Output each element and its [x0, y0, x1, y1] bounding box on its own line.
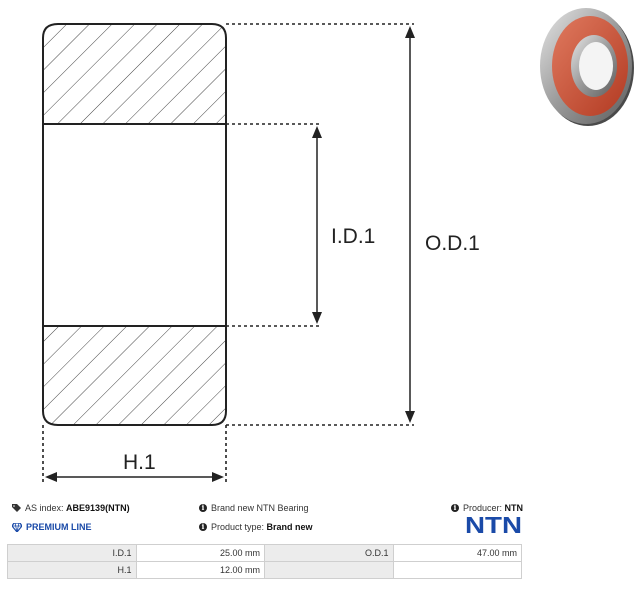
spec-value — [392, 561, 522, 579]
gem-icon — [12, 522, 22, 532]
product-type-value: Brand new — [266, 522, 313, 532]
info-icon: i — [199, 504, 207, 512]
product-type-row: i Product type: Brand new — [199, 522, 313, 532]
od-dimension-arrow — [405, 26, 415, 423]
producer-label: Producer: — [463, 503, 503, 513]
ntn-logo: NTN — [465, 513, 522, 535]
bearing-photo — [540, 8, 634, 126]
table-row: I.D.1 25.00 mm O.D.1 47.00 mm — [7, 544, 522, 562]
product-type-label: Product type: — [211, 522, 265, 532]
premium-line-row: PREMIUM LINE — [12, 522, 92, 532]
od-label: O.D.1 — [425, 232, 480, 255]
specs-table: I.D.1 25.00 mm O.D.1 47.00 mm H.1 12.00 … — [7, 544, 522, 579]
producer-row: i Producer: NTN — [451, 503, 523, 513]
spec-key: H.1 — [7, 561, 137, 579]
info-icon: i — [451, 504, 459, 512]
as-index-label: AS index: — [25, 503, 64, 513]
h-label: H.1 — [123, 451, 156, 474]
brand-new-row: i Brand new NTN Bearing — [199, 503, 309, 513]
spec-key: O.D.1 — [264, 544, 394, 562]
id-dimension-arrow — [312, 126, 322, 324]
bearing-technical-drawing: I.D.1 O.D.1 H.1 — [42, 23, 480, 482]
spec-key — [264, 561, 394, 579]
spec-value: 12.00 mm — [135, 561, 265, 579]
spec-value: 25.00 mm — [135, 544, 265, 562]
as-index-value: ABE9139(NTN) — [66, 503, 130, 513]
tag-icon — [12, 504, 21, 512]
as-index-row: AS index: ABE9139(NTN) — [12, 503, 130, 513]
table-row: H.1 12.00 mm — [7, 561, 522, 579]
bore-section — [42, 123, 227, 327]
upper-ring-section — [42, 23, 227, 125]
lower-ring-section — [42, 325, 227, 426]
premium-line-label: PREMIUM LINE — [26, 522, 92, 532]
spec-key: I.D.1 — [7, 544, 137, 562]
svg-text:NTN: NTN — [465, 513, 522, 535]
id-label: I.D.1 — [331, 225, 375, 248]
h-dimension-arrow — [45, 472, 224, 482]
producer-value: NTN — [504, 503, 524, 513]
brand-new-text: Brand new NTN Bearing — [211, 503, 309, 513]
spec-value: 47.00 mm — [392, 544, 522, 562]
info-icon: i — [199, 523, 207, 531]
